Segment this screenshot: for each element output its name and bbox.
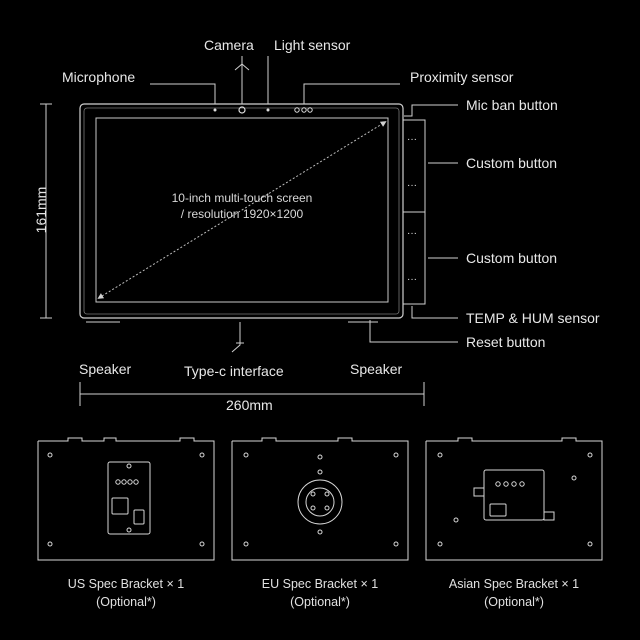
mic-ban-button-label: Mic ban button xyxy=(466,97,558,113)
bracket-eu-caption: EU Spec Bracket × 1 (Optional*) xyxy=(220,575,420,611)
bracket-asian-caption: Asian Spec Bracket × 1 (Optional*) xyxy=(414,575,614,611)
reset-button-label: Reset button xyxy=(466,334,546,350)
width-dimension xyxy=(79,382,425,406)
custom-button-1-dots: ··· xyxy=(407,180,417,191)
side-button-panel xyxy=(402,119,426,305)
leader-lines-bottom xyxy=(86,321,378,353)
proximity-sensor-label: Proximity sensor xyxy=(410,69,514,85)
light-sensor-label: Light sensor xyxy=(274,37,351,53)
bracket-us-caption: US Spec Bracket × 1 (Optional*) xyxy=(26,575,226,611)
bracket-asian-note: (Optional*) xyxy=(484,595,544,609)
proximity-dot-2 xyxy=(301,107,307,113)
leader-lines-top xyxy=(150,56,400,104)
mic-ban-button-dots: ··· xyxy=(407,134,417,145)
typec-interface-label: Type-c interface xyxy=(184,363,284,379)
height-dimension-label: 161mm xyxy=(33,186,49,234)
custom-button-1-label: Custom button xyxy=(466,155,558,171)
bracket-eu xyxy=(231,437,409,561)
screen-area xyxy=(95,117,389,303)
speaker-right-label: Speaker xyxy=(350,361,403,377)
microphone-hole xyxy=(213,108,217,112)
light-sensor-dot xyxy=(266,108,270,112)
camera-label: Camera xyxy=(204,37,254,53)
leader-lines-right xyxy=(369,104,458,343)
custom-button-2-dots: ··· xyxy=(407,228,417,239)
width-dimension-label: 260mm xyxy=(226,397,273,413)
proximity-dot-1 xyxy=(294,107,300,113)
height-dimension xyxy=(40,103,52,319)
bracket-asian xyxy=(425,437,603,561)
reset-button-dots: ··· xyxy=(407,274,417,285)
screen-description-line2: / resolution 1920×1200 xyxy=(180,207,304,221)
bracket-eu-note: (Optional*) xyxy=(290,595,350,609)
proximity-dot-3 xyxy=(307,107,313,113)
temp-hum-sensor-label: TEMP & HUM sensor xyxy=(466,310,600,326)
camera-lens xyxy=(238,106,246,114)
top-sensors xyxy=(213,106,313,114)
custom-button-2-label: Custom button xyxy=(466,250,558,266)
bracket-us-note: (Optional*) xyxy=(96,595,156,609)
screen-diagonal-arrow xyxy=(97,121,387,299)
bracket-us xyxy=(37,437,215,561)
screen-description-line1: 10-inch multi-touch screen xyxy=(171,191,313,205)
bracket-eu-name: EU Spec Bracket × 1 xyxy=(261,577,379,591)
bracket-asian-name: Asian Spec Bracket × 1 xyxy=(448,577,580,591)
microphone-label: Microphone xyxy=(62,69,136,85)
bracket-us-name: US Spec Bracket × 1 xyxy=(67,577,185,591)
speaker-left-label: Speaker xyxy=(79,361,132,377)
